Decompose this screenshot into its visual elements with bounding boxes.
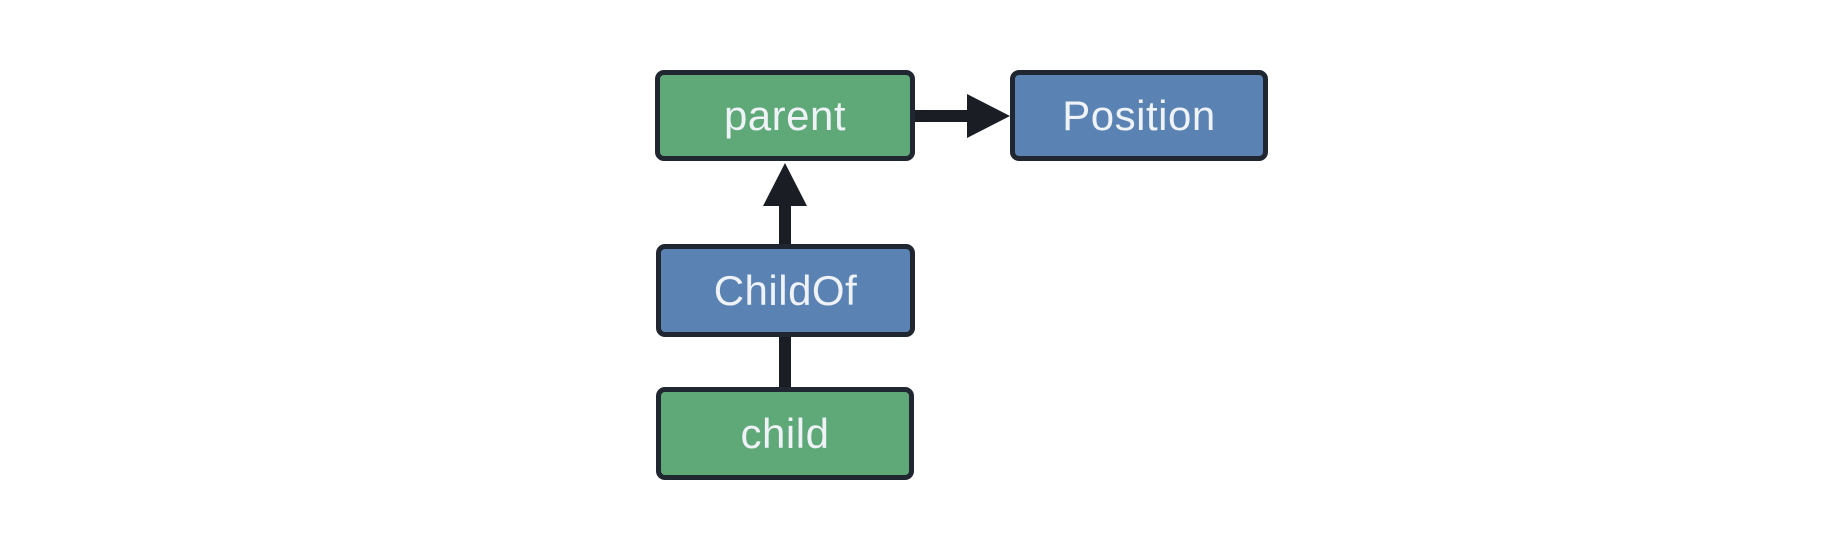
arrow-parent-to-position-icon	[915, 94, 1010, 138]
node-position-label: Position	[1062, 91, 1216, 139]
node-child-label: child	[740, 409, 830, 457]
edge-child-to-childof	[779, 335, 791, 389]
node-parent: parent	[655, 70, 915, 161]
node-child: child	[656, 387, 914, 480]
node-parent-label: parent	[723, 91, 847, 139]
arrow-childof-to-parent-icon	[763, 163, 807, 246]
node-childof-label: ChildOf	[713, 266, 858, 314]
node-childof: ChildOf	[656, 244, 915, 337]
node-position: Position	[1010, 70, 1268, 161]
